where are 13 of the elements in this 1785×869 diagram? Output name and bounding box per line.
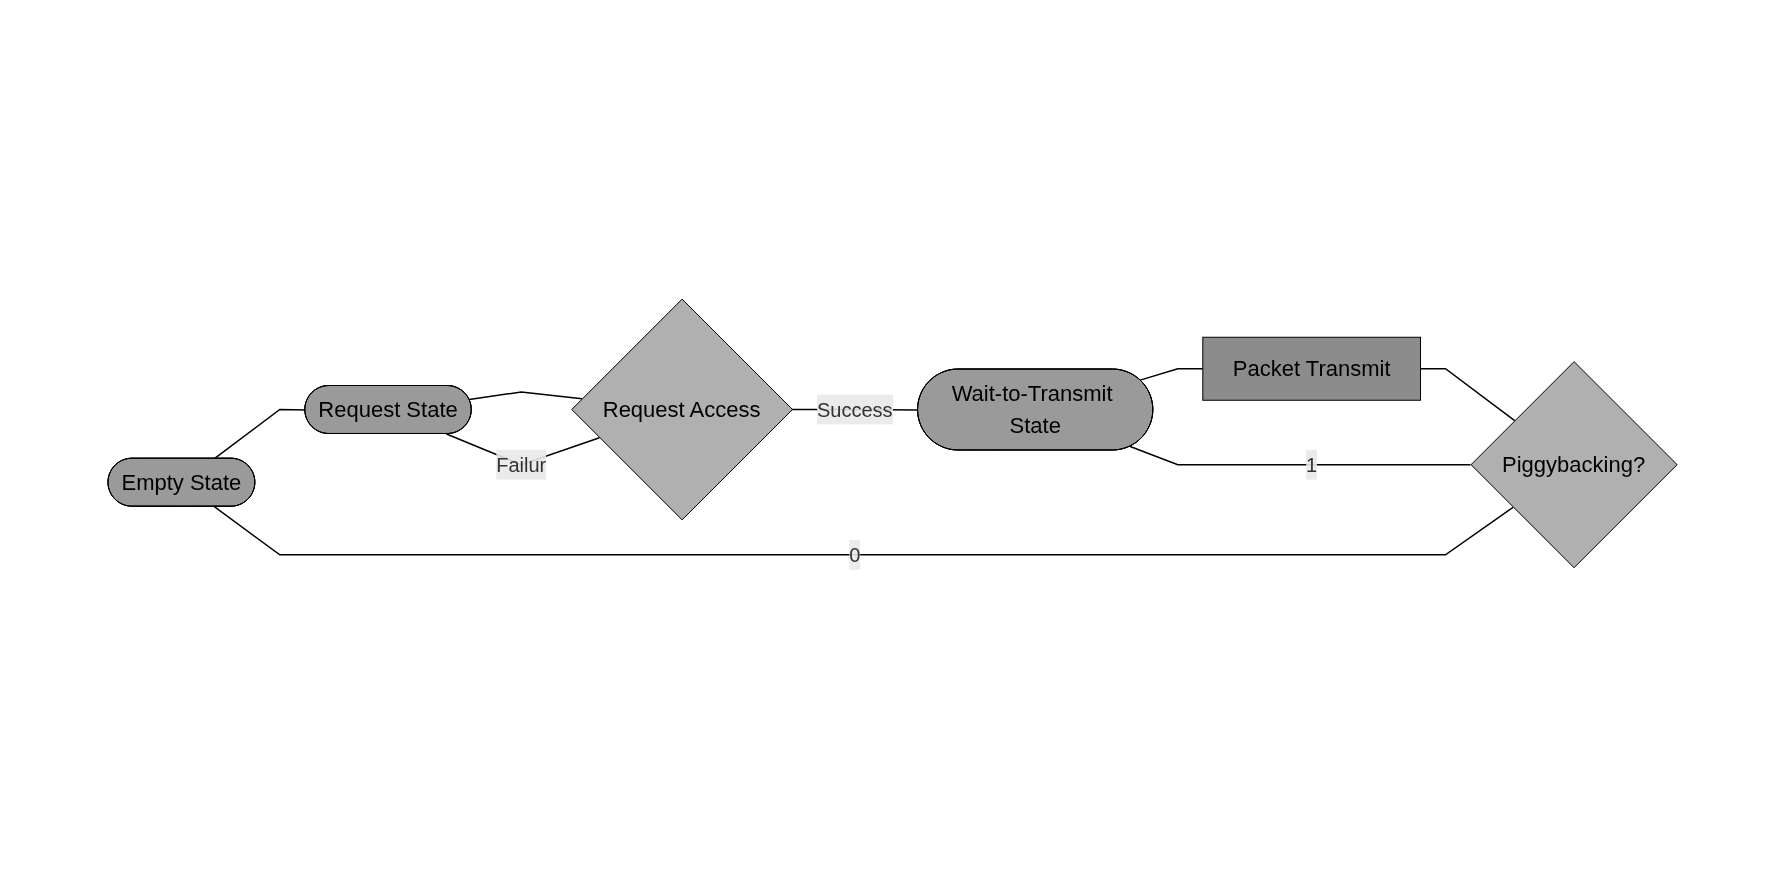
- connector: [1129, 445, 1472, 466]
- node-diamond: Piggybacking?: [1470, 361, 1678, 569]
- connector: [213, 408, 306, 460]
- connector: [213, 505, 1514, 556]
- node-box: Packet Transmit: [1202, 336, 1421, 401]
- edge-label: Success: [816, 398, 893, 421]
- node-diamond: Request Access: [571, 298, 793, 521]
- edge-label: Failur: [496, 453, 547, 476]
- edge-label: 1: [1306, 453, 1318, 476]
- connector: [468, 391, 583, 401]
- connector: [1139, 368, 1204, 381]
- connector: [1419, 368, 1516, 422]
- edge-label: 0: [849, 543, 861, 566]
